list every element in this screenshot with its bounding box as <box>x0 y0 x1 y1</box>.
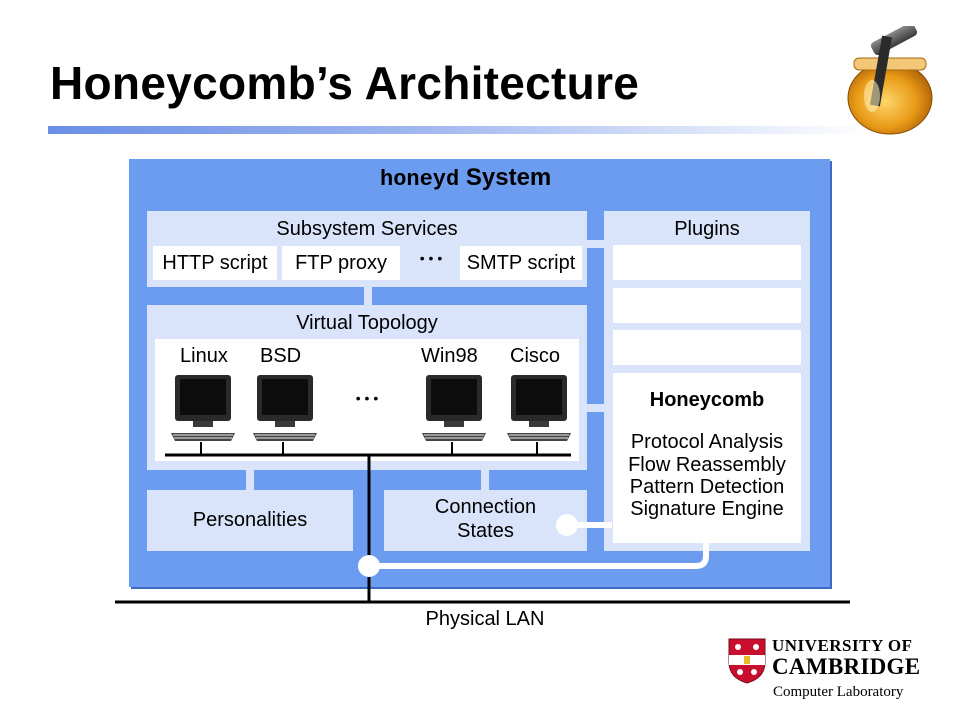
plugins-title: Plugins <box>674 218 740 240</box>
virtual-topology-title: Virtual Topology <box>296 312 438 334</box>
honeycomb-function-4: Signature Engine <box>630 498 784 520</box>
honeycomb-plugin-box <box>613 373 801 543</box>
honeyd-system-title: honeyd System <box>380 164 551 192</box>
slide-title: Honeycomb’s Architecture <box>50 57 640 109</box>
plugin-slot-2 <box>613 288 801 323</box>
honey-jar-icon <box>840 22 940 136</box>
personalities-box: Personalities <box>147 490 353 551</box>
ftp-proxy-box: FTP proxy <box>282 246 400 280</box>
title-underline <box>48 126 868 134</box>
smtp-script-box: SMTP script <box>460 246 582 280</box>
host-label-win98: Win98 <box>421 345 478 367</box>
cambridge-shield-icon <box>728 638 766 684</box>
connection-states-line2: States <box>457 520 514 542</box>
connection-states-line1: Connection <box>434 496 537 518</box>
cambridge-line1: UNIVERSITY OF <box>772 636 913 655</box>
honeyd-mono-label: honeyd <box>380 167 460 192</box>
host-label-bsd: BSD <box>260 345 302 367</box>
connection-states-box <box>384 490 587 551</box>
personalities-label: Personalities <box>192 509 308 531</box>
system-label: System <box>465 164 552 191</box>
cambridge-line2: CAMBRIDGE <box>772 654 921 679</box>
http-script-label: HTTP script <box>162 252 268 274</box>
honeycomb-function-1: Protocol Analysis <box>630 431 784 453</box>
topology-ellipsis: • • • <box>355 390 379 406</box>
subsystem-services-title: Subsystem Services <box>276 218 458 240</box>
plugin-slot-1 <box>613 245 801 280</box>
ftp-proxy-label: FTP proxy <box>295 252 387 274</box>
honeycomb-function-3: Pattern Detection <box>629 476 785 498</box>
smtp-script-label: SMTP script <box>466 252 576 274</box>
honeycomb-title: Honeycomb <box>649 389 765 411</box>
host-label-cisco: Cisco <box>510 345 561 367</box>
subsystem-ellipsis: • • • <box>419 250 443 266</box>
honeycomb-function-2: Flow Reassembly <box>628 454 786 476</box>
cambridge-line3: Computer Laboratory <box>773 684 904 700</box>
host-label-linux: Linux <box>180 345 228 367</box>
http-script-box: HTTP script <box>153 246 277 280</box>
plugin-slot-3 <box>613 330 801 365</box>
physical-lan-label: Physical LAN <box>425 608 545 630</box>
